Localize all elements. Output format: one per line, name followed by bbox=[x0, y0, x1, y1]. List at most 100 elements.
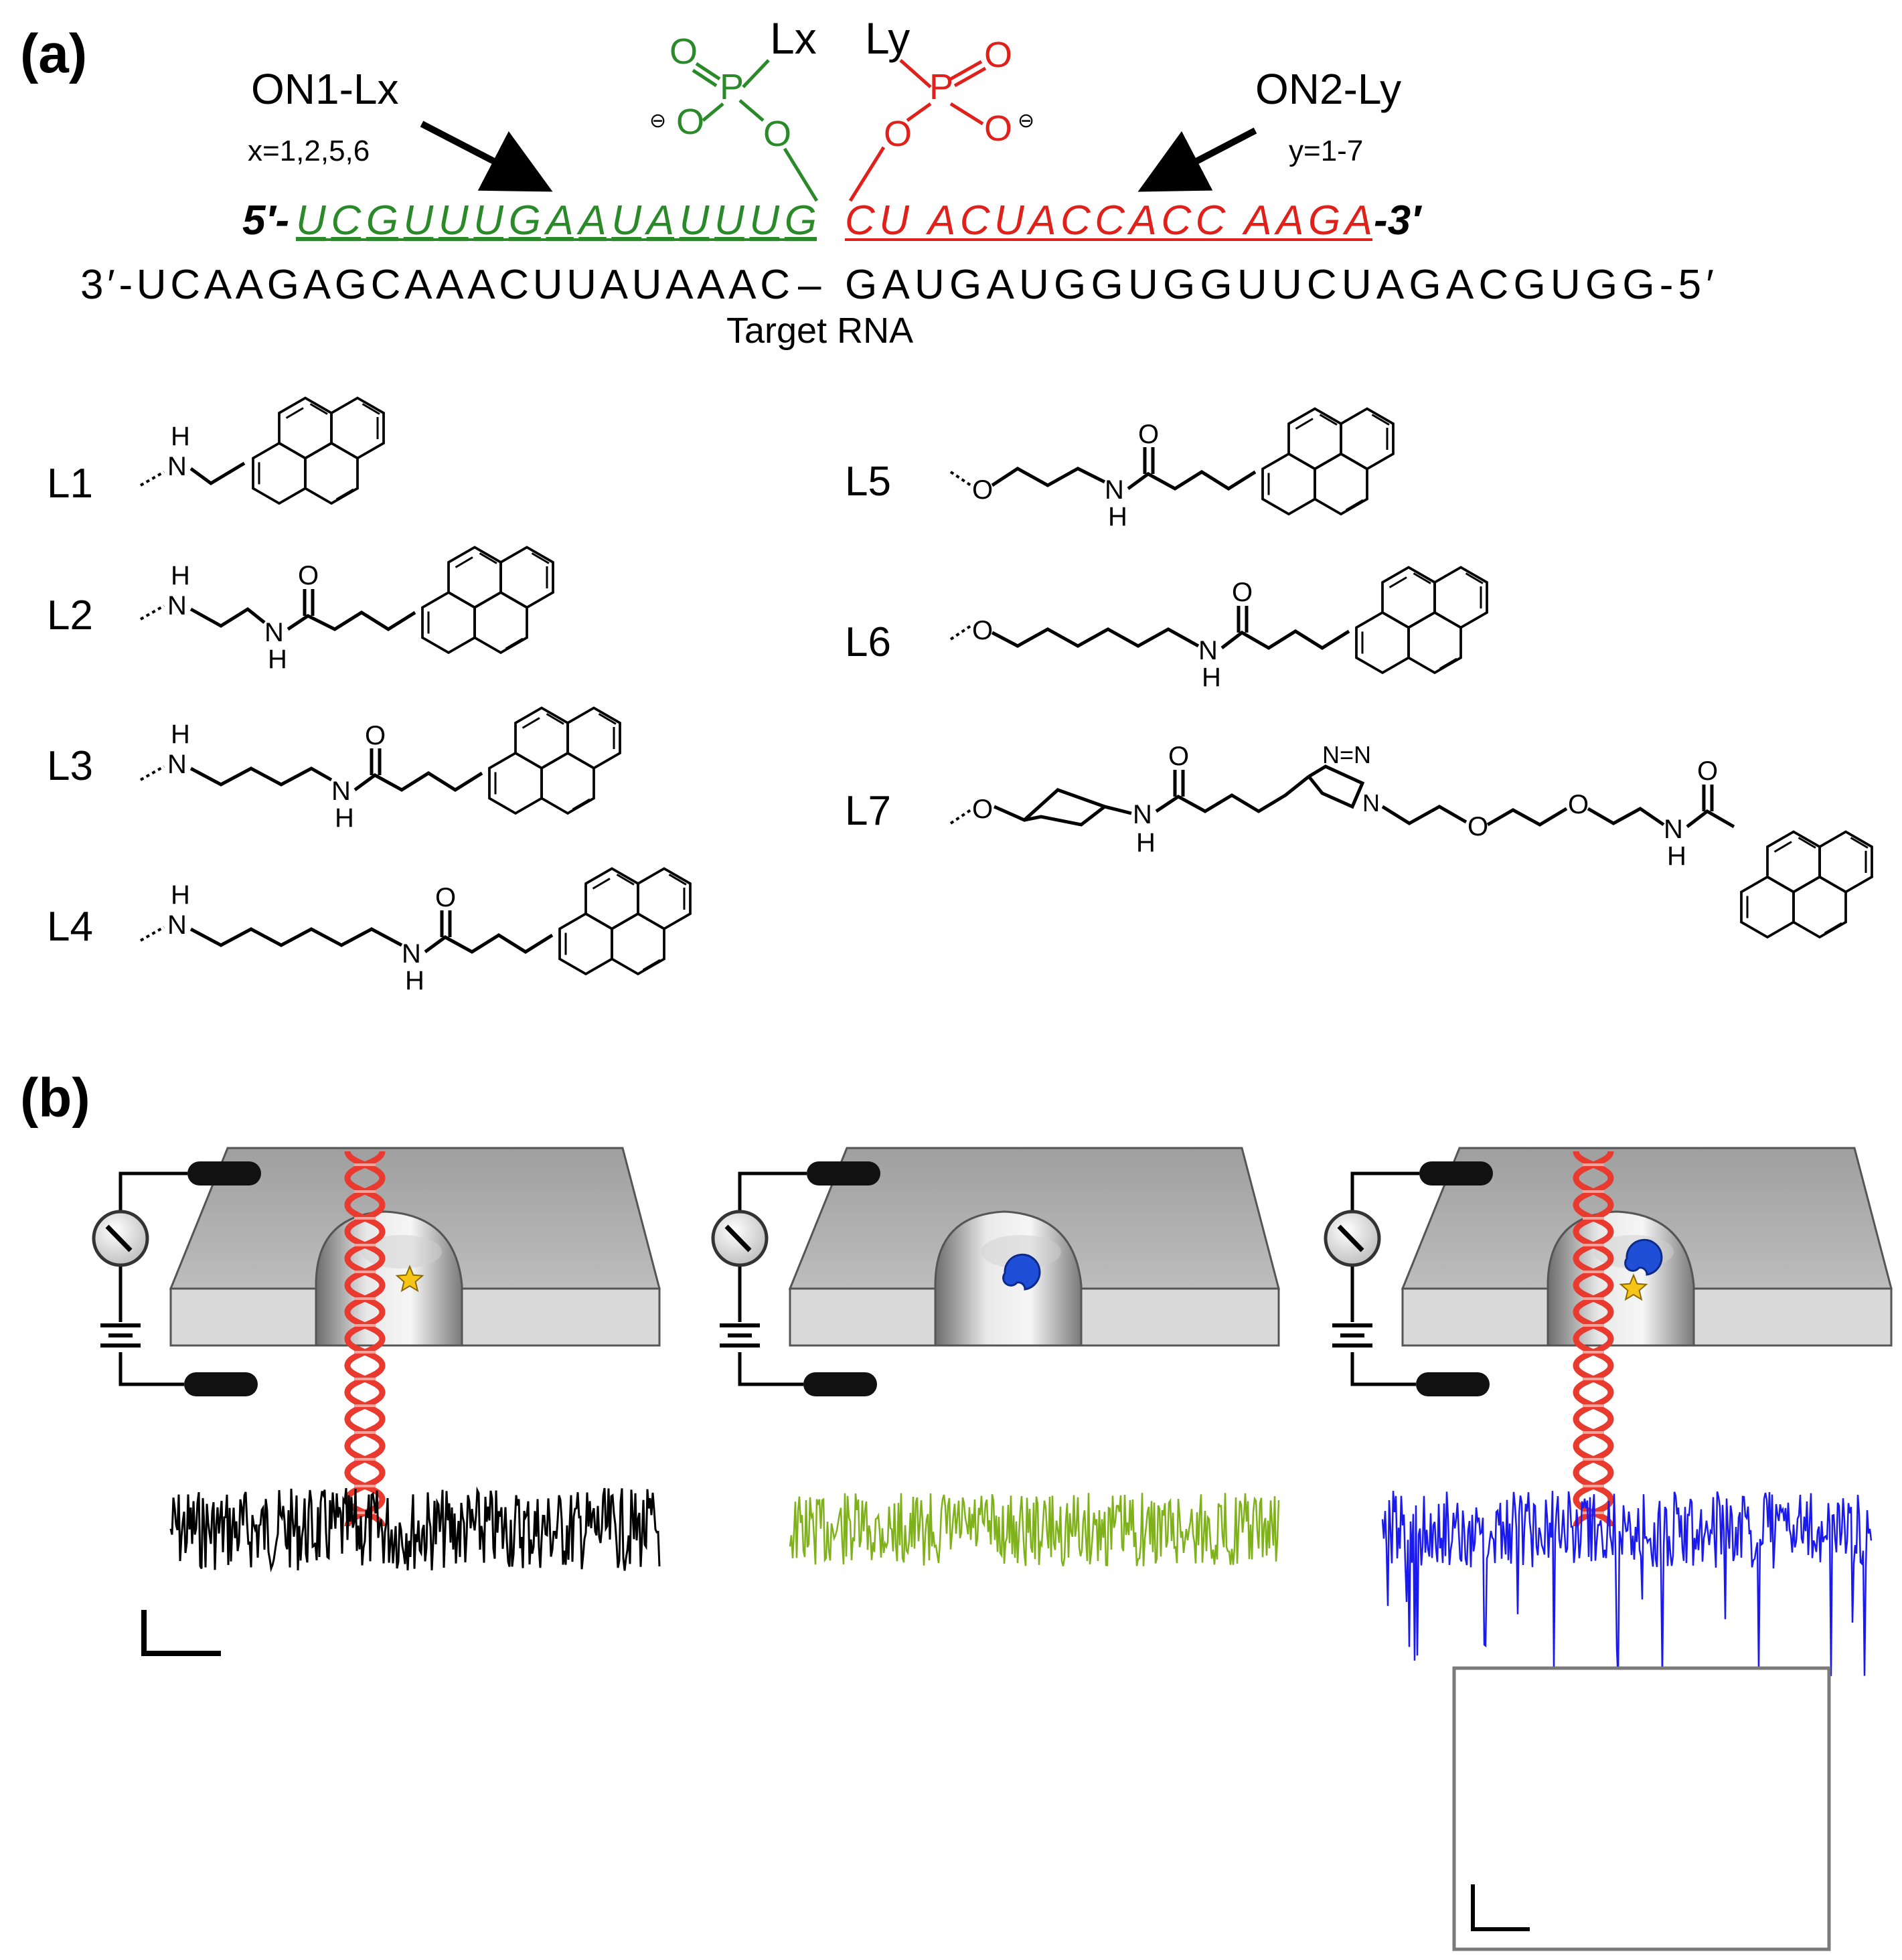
linker-L1-label: L1 bbox=[47, 461, 93, 507]
inset-scale-bar bbox=[1471, 1884, 1530, 1931]
inset-box bbox=[1452, 1666, 1831, 1951]
L7-O5: O bbox=[1697, 756, 1718, 786]
dna-helix-segment bbox=[1576, 1392, 1611, 1419]
top-electrode bbox=[807, 1161, 880, 1186]
ly-label: Ly bbox=[865, 13, 910, 63]
L7-N2: N bbox=[1664, 815, 1683, 844]
L4-O: O bbox=[435, 883, 456, 912]
L2-N: N bbox=[167, 591, 187, 621]
current-trace-1 bbox=[169, 1486, 661, 1572]
linker-L2: L2 H N N H O bbox=[47, 546, 554, 674]
L7-O3: O bbox=[1468, 812, 1488, 841]
L6-H: H bbox=[1202, 663, 1221, 692]
star-icon bbox=[395, 1264, 424, 1293]
wire-bottom bbox=[1350, 1352, 1416, 1386]
pore-well bbox=[315, 1210, 463, 1347]
current-trace-2 bbox=[789, 1493, 1280, 1566]
bottom-electrode bbox=[803, 1372, 877, 1396]
L4-N2: N bbox=[402, 939, 421, 969]
scale-bar-main bbox=[141, 1610, 221, 1656]
ammeter-needle bbox=[724, 1224, 752, 1252]
oxygen-lx-top: O bbox=[669, 31, 698, 72]
phosphate-lx: Lx P O O ⊖ O bbox=[649, 13, 819, 202]
L4-N: N bbox=[167, 910, 187, 940]
dna-helix-segment bbox=[1576, 1366, 1611, 1392]
linker-L3-label: L3 bbox=[47, 743, 93, 789]
L3-N: N bbox=[167, 750, 187, 779]
phosphorus-ly: P bbox=[929, 67, 953, 107]
setup-2 bbox=[711, 1147, 1280, 1396]
wire-top bbox=[1350, 1171, 1419, 1212]
on1-name: ON1-Lx bbox=[251, 65, 399, 113]
on1-arrow bbox=[420, 120, 553, 192]
L3-H: H bbox=[171, 720, 190, 749]
protein-icon bbox=[1002, 1253, 1041, 1291]
L2-N2: N bbox=[264, 618, 284, 647]
wire-top bbox=[118, 1171, 187, 1212]
oxygen-ly-right: O bbox=[984, 108, 1012, 149]
L7-H: H bbox=[1136, 828, 1156, 858]
linker-L1: L1 H N bbox=[47, 396, 385, 507]
target-rna-left: 3′-UCAAGAGCAAACUUAUAAAC bbox=[80, 262, 790, 308]
L4-H2: H bbox=[405, 966, 424, 995]
L5-H: H bbox=[1108, 502, 1127, 532]
bottom-electrode bbox=[1416, 1372, 1490, 1396]
L2-H2: H bbox=[268, 645, 287, 674]
linker-L4-label: L4 bbox=[47, 904, 93, 950]
on2-subscript: y=1-7 bbox=[1289, 135, 1363, 167]
dna-helix-segment bbox=[347, 1419, 382, 1446]
ammeter-needle bbox=[1337, 1224, 1364, 1252]
L7-N: N bbox=[1133, 800, 1152, 829]
L4-H: H bbox=[171, 880, 190, 910]
pore-shadow bbox=[981, 1235, 1061, 1269]
pore-well bbox=[1547, 1210, 1695, 1347]
on2-strand-suffix: -3′ bbox=[1374, 197, 1423, 244]
linker-L4: L4 H N N H O bbox=[47, 867, 692, 995]
linker-L2-label: L2 bbox=[47, 592, 93, 639]
setup-3 bbox=[1324, 1147, 1893, 1526]
L3-H2: H bbox=[335, 803, 354, 833]
oxygen-lx-bridge: O bbox=[763, 114, 791, 154]
ammeter-needle bbox=[105, 1224, 133, 1252]
panel-b-label: (b) bbox=[20, 1068, 90, 1129]
L1-H: H bbox=[171, 422, 190, 451]
linker-L7: L7 O N H O N=N N O O N H O bbox=[845, 741, 1873, 938]
current-trace-3 bbox=[1381, 1491, 1873, 1680]
top-electrode bbox=[187, 1161, 261, 1186]
nanopore-setups bbox=[92, 1147, 1893, 1526]
target-rna-right: GAUGAUGGUGGUUCUAGACGUGG-5′ bbox=[845, 262, 1714, 308]
star-icon bbox=[1619, 1273, 1648, 1301]
dna-helix-segment bbox=[347, 1446, 382, 1473]
on2-strand-sequence: CU ACUACCACC AAGA bbox=[845, 197, 1372, 244]
L7-O2: O bbox=[1168, 742, 1189, 771]
L3-O: O bbox=[365, 721, 386, 750]
protein-icon bbox=[1624, 1238, 1663, 1276]
L7-O: O bbox=[972, 795, 993, 824]
top-electrode bbox=[1419, 1161, 1493, 1186]
L6-N: N bbox=[1198, 636, 1218, 665]
linker-L5: L5 O N H O bbox=[845, 407, 1395, 532]
lx-label: Lx bbox=[770, 13, 817, 63]
target-rna-caption: Target RNA bbox=[726, 311, 913, 351]
bottom-electrode bbox=[184, 1372, 258, 1396]
target-rna-dash: – bbox=[798, 262, 821, 308]
L2-H: H bbox=[171, 561, 190, 590]
L5-O2: O bbox=[1138, 420, 1159, 449]
on2-arrow bbox=[1137, 127, 1257, 192]
linker-L7-label: L7 bbox=[845, 788, 891, 834]
wire-bottom bbox=[118, 1352, 184, 1386]
dna-helix-segment bbox=[347, 1392, 382, 1419]
L3-N2: N bbox=[331, 777, 351, 806]
L1-N: N bbox=[167, 452, 187, 481]
linker-L6-label: L6 bbox=[845, 619, 891, 665]
on1-strand-sequence: UCGUUUGAAUAUUUG bbox=[296, 197, 817, 244]
linker-L6: L6 O N H O bbox=[845, 566, 1488, 692]
wire-bottom bbox=[738, 1352, 803, 1386]
phosphate-ly: Ly P O O ⊖ O bbox=[848, 13, 1034, 202]
minus-lx: ⊖ bbox=[649, 110, 666, 132]
oxygen-ly-top: O bbox=[984, 35, 1012, 75]
linker-L5-label: L5 bbox=[845, 459, 891, 505]
L2-O: O bbox=[298, 561, 319, 590]
L5-O: O bbox=[972, 475, 993, 505]
